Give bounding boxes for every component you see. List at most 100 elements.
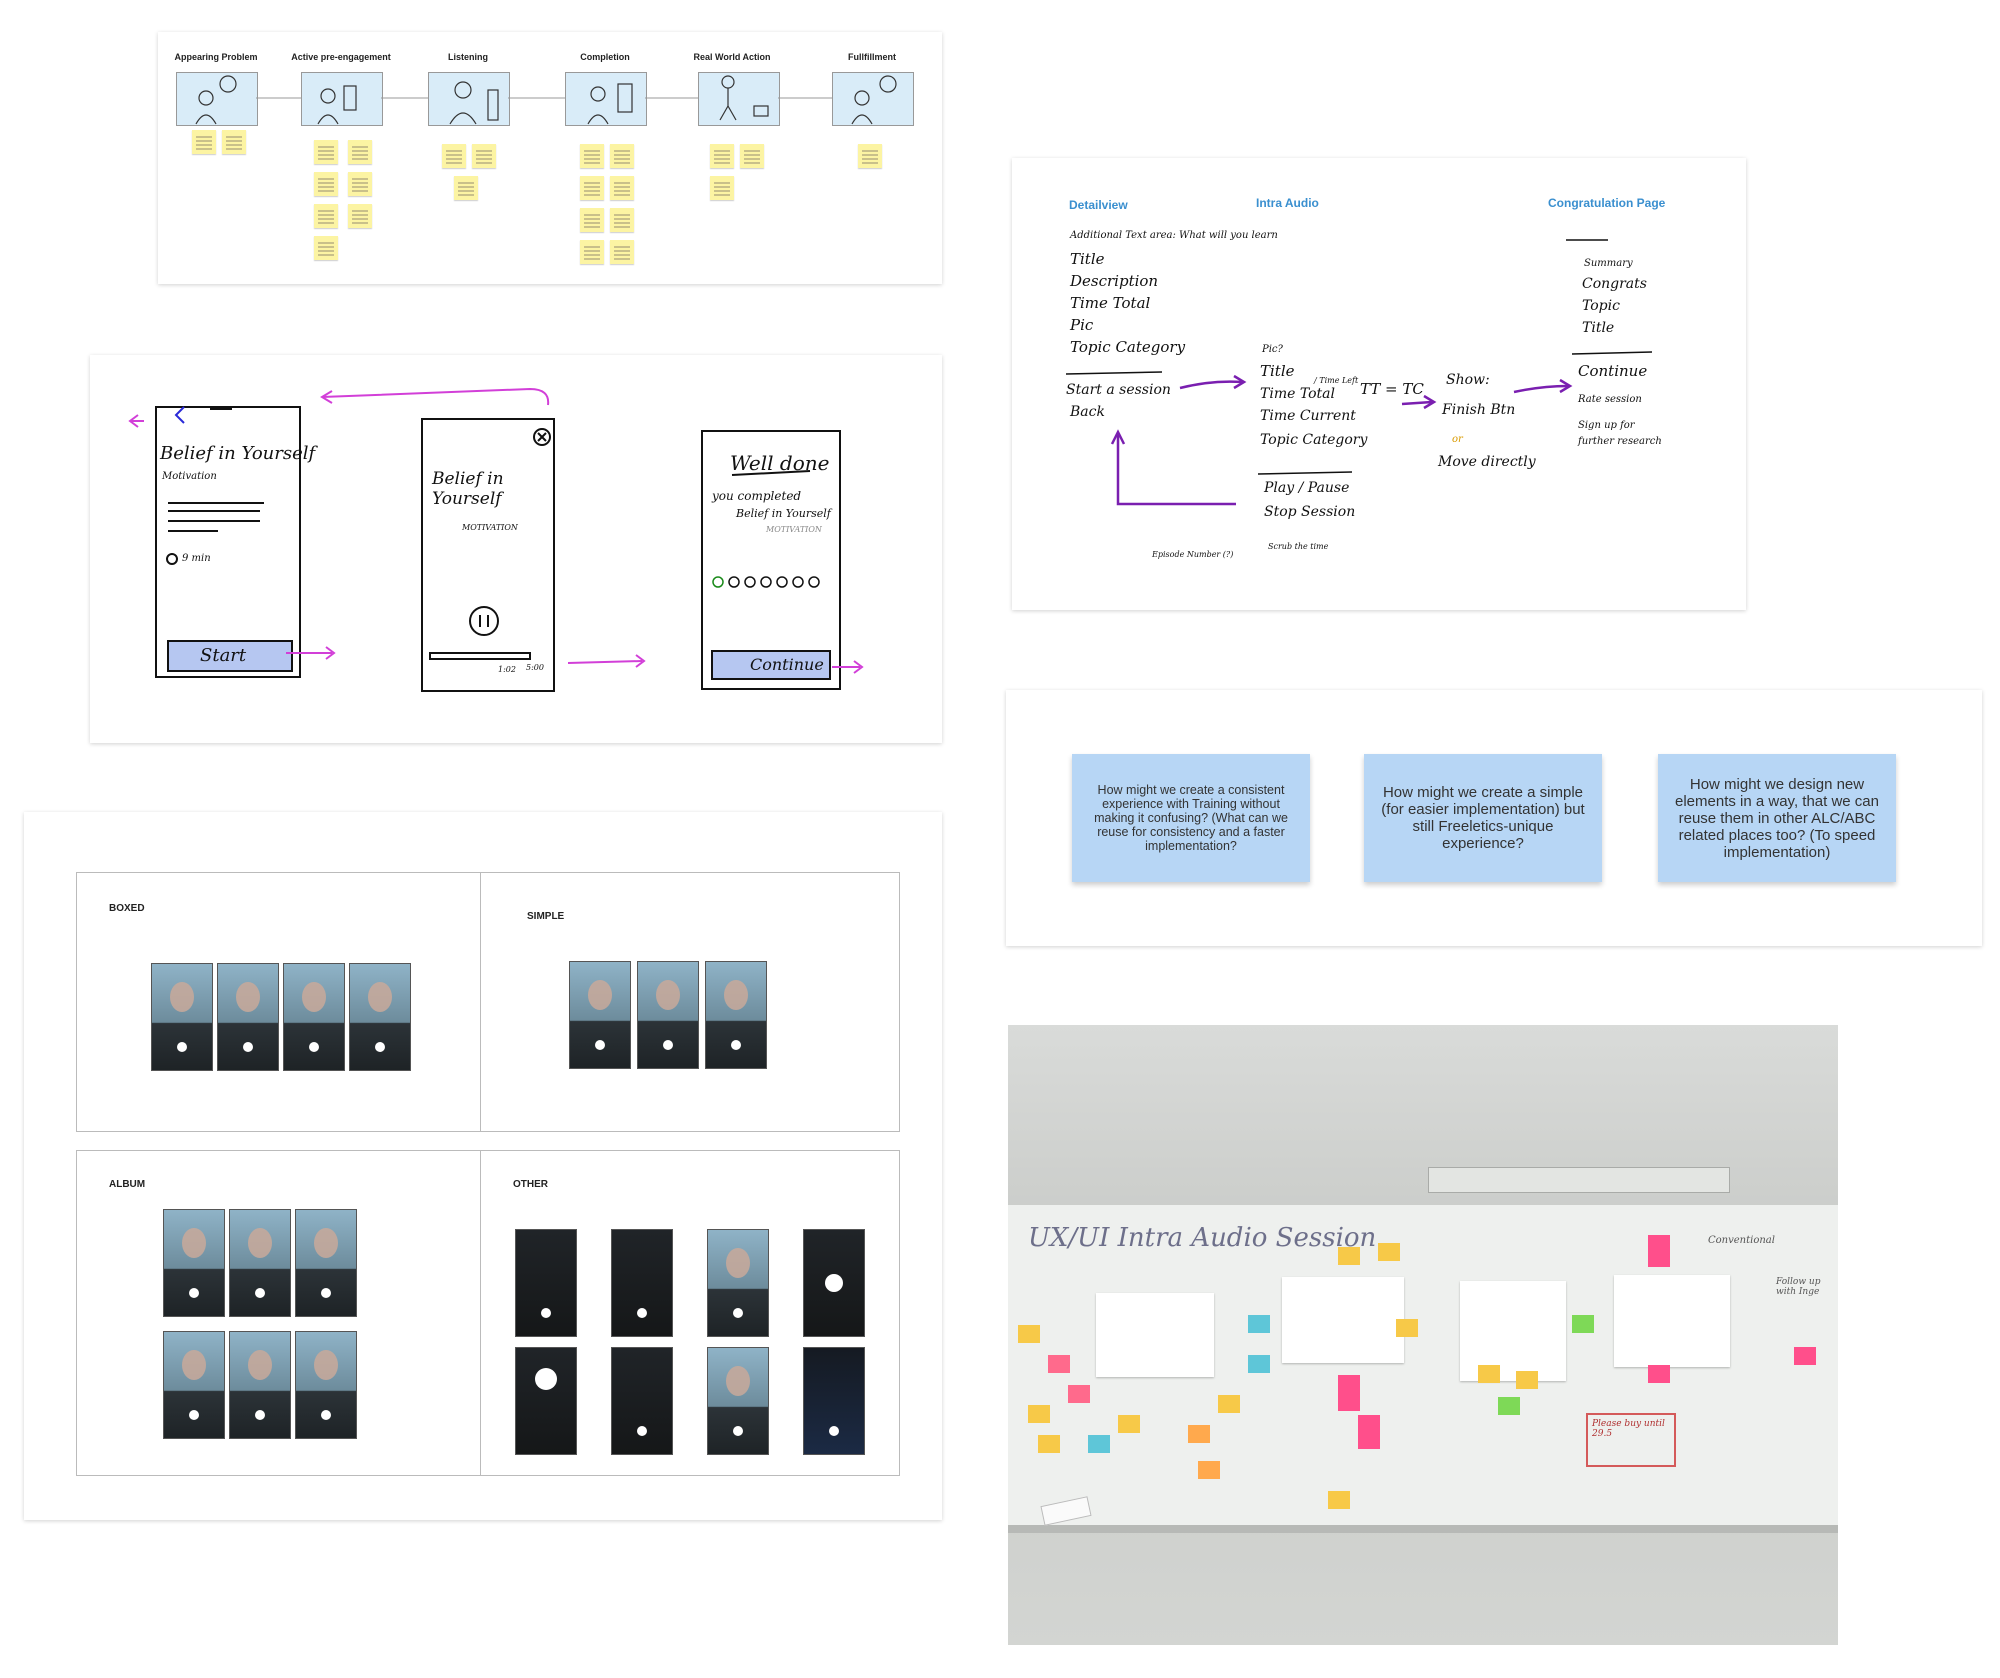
variant-title: SIMPLE — [527, 911, 564, 922]
whiteboard-sticky — [1358, 1415, 1380, 1449]
whiteboard-sticky — [1516, 1371, 1538, 1389]
variant-simple: SIMPLE — [480, 872, 900, 1132]
variant-screen — [707, 1347, 769, 1455]
journey-sticky — [710, 176, 734, 200]
whiteboard-sticky — [1338, 1375, 1360, 1411]
journey-sticky — [222, 130, 246, 154]
sketch-continue-button: Continue — [750, 655, 824, 674]
whiteboard-sticky — [1038, 1435, 1060, 1453]
variant-title: OTHER — [513, 1179, 548, 1190]
stamp-text: Please buy until 29.5 — [1588, 1415, 1674, 1443]
whiteboard-sticky — [1188, 1425, 1210, 1443]
sketch-start-button: Start — [200, 645, 246, 666]
wireframe-sketch — [90, 355, 942, 743]
variant-boxed: BOXED — [76, 872, 496, 1132]
variant-screen — [637, 961, 699, 1069]
variant-screen — [611, 1347, 673, 1455]
journey-sticky — [348, 172, 372, 196]
journey-sticky — [580, 144, 604, 168]
journey-sticky — [472, 144, 496, 168]
variant-screen — [569, 961, 631, 1069]
sketch-detail-time: 9 min — [182, 553, 211, 564]
variant-screen — [163, 1331, 225, 1439]
whiteboard-sticky — [1028, 1405, 1050, 1423]
variants-card: BOXED SIMPLE ALBUM OTHER — [24, 812, 942, 1520]
journey-sticky — [314, 172, 338, 196]
hmw-sticky: How might we design new elements in a wa… — [1658, 754, 1896, 882]
flow-arrows — [1012, 158, 1746, 610]
whiteboard-sticky — [1048, 1355, 1070, 1373]
whiteboard-sticky — [1328, 1491, 1350, 1509]
sketch-detail-title: Belief in Yourself — [160, 443, 315, 464]
variant-screen — [803, 1347, 865, 1455]
hmw-sticky: How might we create a simple (for easier… — [1364, 754, 1602, 882]
whiteboard-sticky — [1648, 1235, 1670, 1267]
variant-screen — [217, 963, 279, 1071]
variant-screen — [151, 963, 213, 1071]
journey-sticky — [192, 130, 216, 154]
whiteboard-poster — [1460, 1281, 1566, 1381]
sketch-time-current: 1:02 — [498, 665, 516, 674]
sketch-player-sub: MOTIVATION — [462, 523, 518, 532]
variant-screen — [295, 1331, 357, 1439]
variant-screen — [515, 1229, 577, 1337]
whiteboard-sticky — [1378, 1243, 1400, 1261]
variant-screen — [229, 1209, 291, 1317]
journey-sticky — [610, 144, 634, 168]
whiteboard-note: Conventional — [1708, 1235, 1775, 1246]
sketch-detail-sub: Motivation — [162, 471, 217, 482]
whiteboard-stamp: Please buy until 29.5 — [1586, 1413, 1676, 1467]
journey-sticky — [858, 144, 882, 168]
variant-screen — [349, 963, 411, 1071]
variant-screen — [295, 1209, 357, 1317]
sketch-done-session: Belief in Yourself — [736, 507, 831, 520]
whiteboard-sticky — [1088, 1435, 1110, 1453]
journey-sticky — [610, 176, 634, 200]
whiteboard-sticky — [1396, 1319, 1418, 1337]
variant-screen — [803, 1229, 865, 1337]
whiteboard-sticky — [1248, 1355, 1270, 1373]
variant-other: OTHER — [480, 1150, 900, 1476]
whiteboard-poster — [1614, 1275, 1730, 1367]
sketch-done-text: you completed — [712, 489, 801, 503]
journey-card: Appearing Problem Active pre-engagement … — [158, 32, 942, 284]
whiteboard-frame-top — [1428, 1167, 1730, 1193]
sketch-done-sub: MOTIVATION — [766, 525, 822, 534]
journey-sticky — [710, 144, 734, 168]
journey-sticky — [580, 240, 604, 264]
variant-screen — [283, 963, 345, 1071]
variant-title: BOXED — [109, 903, 145, 914]
whiteboard-sticky — [1338, 1247, 1360, 1265]
journey-sticky — [610, 208, 634, 232]
whiteboard-sticky — [1648, 1365, 1670, 1383]
variant-screen — [229, 1331, 291, 1439]
wireframe-card: Belief in Yourself Motivation 9 min Star… — [90, 355, 942, 743]
whiteboard-sticky — [1572, 1315, 1594, 1333]
hmw-card: How might we create a consistent experie… — [1006, 690, 1982, 946]
variant-screen — [611, 1229, 673, 1337]
journey-sticky — [314, 204, 338, 228]
sketch-time-total: 5:00 — [526, 663, 544, 672]
journey-sticky — [348, 204, 372, 228]
variant-screen — [705, 961, 767, 1069]
whiteboard-photo: UX/UI Intra Audio Session Conventional F… — [1008, 1025, 1838, 1645]
whiteboard-note: Follow up with Inge — [1776, 1277, 1832, 1297]
flow-card: Detailview Intra Audio Congratulation Pa… — [1012, 158, 1746, 610]
variant-title: ALBUM — [109, 1179, 145, 1190]
journey-sticky — [314, 236, 338, 260]
journey-sticky — [314, 140, 338, 164]
variant-screen — [515, 1347, 577, 1455]
whiteboard-sticky — [1498, 1397, 1520, 1415]
whiteboard-sticky — [1018, 1325, 1040, 1343]
whiteboard-poster — [1096, 1293, 1214, 1377]
sketch-done-title: Well done — [730, 451, 829, 475]
journey-sticky — [580, 176, 604, 200]
journey-sticky — [454, 176, 478, 200]
whiteboard-sticky — [1248, 1315, 1270, 1333]
whiteboard-sticky — [1118, 1415, 1140, 1433]
journey-sticky — [740, 144, 764, 168]
whiteboard-poster — [1282, 1277, 1404, 1363]
journey-sticky — [610, 240, 634, 264]
whiteboard-title: UX/UI Intra Audio Session — [1028, 1223, 1376, 1253]
variant-screen — [163, 1209, 225, 1317]
